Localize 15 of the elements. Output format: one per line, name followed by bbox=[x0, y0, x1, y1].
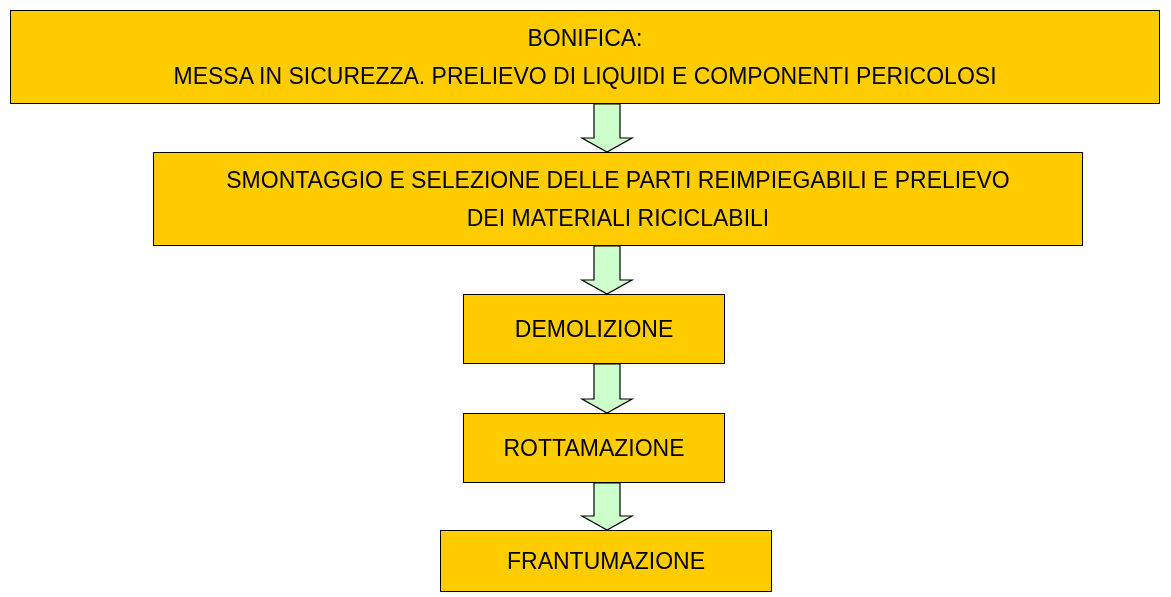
block-arrow bbox=[579, 245, 635, 295]
block-arrow bbox=[579, 103, 635, 153]
step-label: FRANTUMAZIONE bbox=[506, 547, 706, 576]
process-box bbox=[440, 530, 772, 592]
step-heading: BONIFICA: bbox=[527, 24, 643, 53]
process-box bbox=[463, 413, 725, 483]
step-label: SMONTAGGIO E SELEZIONE DELLE PARTI REIMPIEGABILI E PRELIEVO DEI MATERIALI RICICLABILI bbox=[225, 166, 1011, 233]
step-label: MESSA IN SICUREZZA. PRELIEVO DI LIQUIDI E COMPONENTI PERICOLOSI bbox=[173, 62, 997, 91]
process-box bbox=[10, 10, 1160, 104]
block-arrow bbox=[579, 482, 635, 531]
block-arrow bbox=[579, 363, 635, 414]
process-box bbox=[463, 294, 725, 364]
step-label: DEMOLIZIONE bbox=[514, 315, 674, 344]
step-label: ROTTAMAZIONE bbox=[503, 434, 685, 463]
process-box bbox=[153, 152, 1083, 246]
